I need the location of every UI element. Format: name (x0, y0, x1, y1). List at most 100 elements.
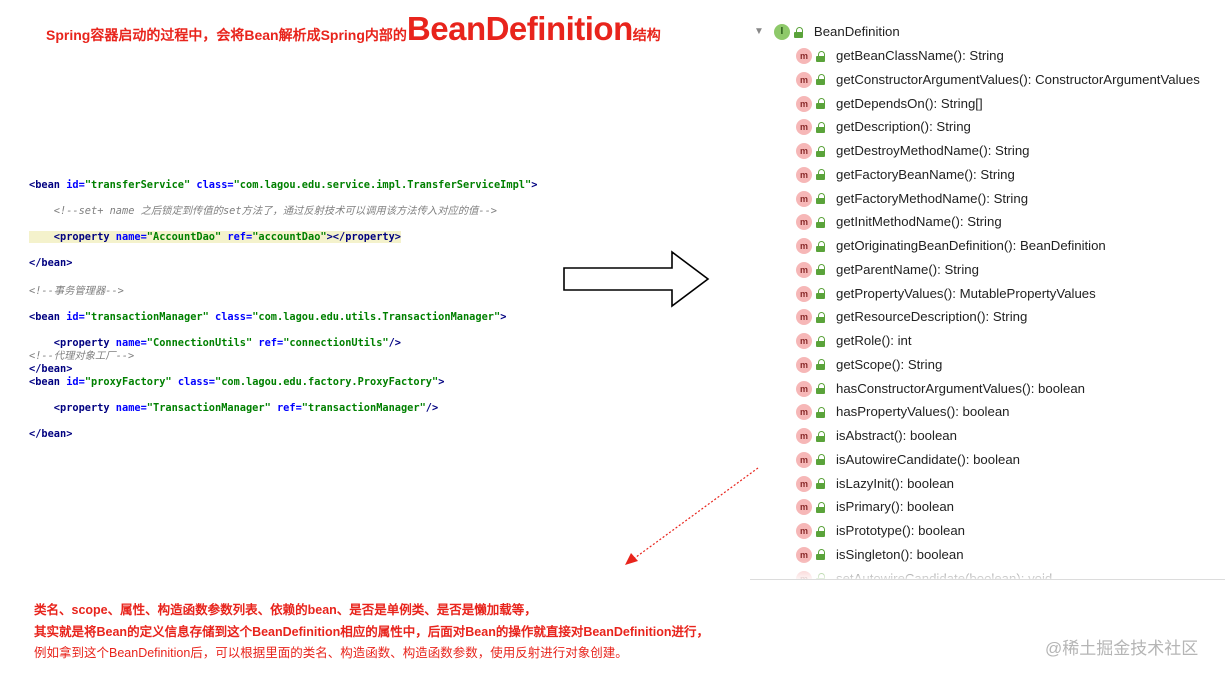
tree-method-item[interactable]: m getBeanClassName(): String (796, 45, 1004, 67)
method-label: isPrimary(): boolean (836, 499, 954, 515)
code-line: <property name="TransactionManager" ref=… (29, 402, 439, 414)
method-icon: m (796, 119, 812, 136)
method-icon: m (796, 95, 812, 112)
method-label: getParentName(): String (836, 261, 979, 277)
method-label: getScope(): String (836, 356, 943, 372)
method-icon: m (796, 428, 812, 444)
method-icon: m (796, 380, 812, 397)
method-icon: m (796, 214, 812, 231)
method-label: isSingleton(): boolean (836, 546, 964, 562)
public-lock-icon (816, 525, 827, 537)
headline-highlight: BeanDefinition (406, 10, 633, 47)
method-label: hasPropertyValues(): boolean (836, 404, 1010, 420)
method-label: isAutowireCandidate(): boolean (836, 451, 1021, 467)
public-lock-icon (816, 454, 827, 466)
public-lock-icon (816, 74, 827, 86)
method-icon: m (796, 190, 812, 207)
public-lock-icon (816, 145, 827, 157)
tree-root[interactable]: ▼ I BeanDefinition (754, 21, 900, 43)
method-icon: m (796, 356, 812, 373)
code-line: <property name="ConnectionUtils" ref="co… (29, 337, 401, 349)
xml-code-block-1: <bean id="transferService" class="com.la… (29, 166, 537, 283)
public-lock-icon (816, 359, 827, 371)
method-icon: m (796, 523, 812, 539)
collapse-triangle-icon[interactable]: ▼ (754, 26, 764, 37)
public-lock-icon (816, 169, 827, 181)
method-icon: m (796, 499, 812, 516)
method-icon: m (796, 143, 812, 159)
structure-tree: ▼ I BeanDefinition m getBeanClassName(): … (750, 20, 1225, 580)
method-icon: m (796, 285, 812, 302)
method-label: getFactoryBeanName(): String (836, 166, 1015, 182)
tree-method-item[interactable]: m getInitMethodName(): String (796, 211, 1002, 233)
method-icon: m (796, 475, 812, 492)
tree-method-item[interactable]: m isLazyInit(): boolean (796, 473, 954, 495)
public-lock-icon (816, 50, 827, 62)
tree-method-item[interactable]: m isPrimary(): boolean (796, 496, 954, 518)
headline: Spring容器启动的过程中，会将Bean解析成Spring内部的BeanDef… (46, 10, 661, 58)
tree-method-item[interactable]: m getRole(): int (796, 330, 912, 352)
tree-fade (750, 560, 1225, 582)
method-icon: m (796, 166, 812, 183)
code-line: <bean id="transferService" class="com.la… (29, 179, 538, 191)
code-line: <bean id="proxyFactory" class="com.lagou… (29, 376, 445, 388)
public-lock-icon (816, 121, 827, 133)
tree-root-label: BeanDefinition (813, 24, 900, 39)
tree-method-item[interactable]: m isAutowireCandidate(): boolean (796, 449, 1020, 471)
method-icon: m (796, 71, 812, 88)
public-lock-icon (816, 288, 827, 299)
tree-method-item[interactable]: m isPrototype(): boolean (796, 520, 965, 542)
tree-method-item[interactable]: m getDestroyMethodName(): String (796, 140, 1030, 162)
tree-method-item[interactable]: m getScope(): String (796, 354, 942, 376)
method-icon: m (796, 546, 812, 563)
public-lock-icon (816, 98, 827, 109)
right-arrow-icon (563, 250, 710, 308)
code-comment: <!--事务管理器--> (29, 285, 124, 297)
code-line: </bean> (29, 363, 73, 375)
method-label: getPropertyValues(): MutablePropertyValu… (836, 285, 1096, 301)
method-label: isLazyInit(): boolean (836, 475, 955, 491)
method-icon: m (796, 333, 812, 349)
method-label: getOriginatingBeanDefinition(): BeanDefi… (836, 238, 1106, 253)
method-icon: m (796, 238, 812, 254)
method-label: getDescription(): String (836, 119, 971, 135)
method-label: getRole(): int (836, 333, 912, 348)
public-lock-icon (816, 193, 827, 204)
code-line: <bean id="transactionManager" class="com… (29, 311, 507, 323)
public-lock-icon (816, 406, 827, 418)
code-comment: <!--代理对象工厂--> (29, 350, 135, 362)
method-icon: m (796, 309, 812, 326)
explanation-line-3: 例如拿到这个BeanDefinition后，可以根据里面的类名、构造函数、构造函… (34, 646, 628, 660)
tree-method-item[interactable]: m getParentName(): String (796, 259, 979, 281)
tree-method-item[interactable]: m getOriginatingBeanDefinition(): BeanDef… (796, 235, 1106, 257)
method-label: getDestroyMethodName(): String (836, 143, 1030, 158)
method-label: getInitMethodName(): String (836, 214, 1002, 230)
interface-icon: I (773, 24, 790, 40)
method-label: getBeanClassName(): String (836, 48, 1004, 63)
headline-prefix: Spring容器启动的过程中，会将Bean解析成Spring内部的 (46, 27, 407, 43)
code-line: </bean> (29, 428, 73, 440)
tree-method-item[interactable]: m isSingleton(): boolean (796, 544, 964, 566)
xml-code-block-2: <!--事务管理器--> <bean id="transactionManage… (29, 272, 506, 389)
method-icon: m (796, 261, 812, 278)
tree-method-item[interactable]: m getResourceDescription(): String (796, 306, 1027, 328)
method-label: isPrototype(): boolean (836, 523, 966, 538)
method-label: getResourceDescription(): String (836, 309, 1028, 325)
public-lock-icon (816, 549, 827, 561)
public-lock-icon (816, 335, 827, 347)
method-icon: m (796, 451, 812, 468)
tree-method-item[interactable]: m getDescription(): String (796, 116, 971, 138)
tree-method-item[interactable]: m getPropertyValues(): MutablePropertyVal… (796, 283, 1096, 305)
public-lock-icon (816, 430, 827, 442)
method-icon: m (796, 48, 812, 64)
tree-method-item[interactable]: m getFactoryBeanName(): String (796, 164, 1015, 186)
method-label: isAbstract(): boolean (836, 428, 957, 443)
public-lock-icon (816, 501, 827, 513)
tree-method-item[interactable]: m isAbstract(): boolean (796, 425, 957, 447)
public-lock-icon (816, 216, 827, 228)
